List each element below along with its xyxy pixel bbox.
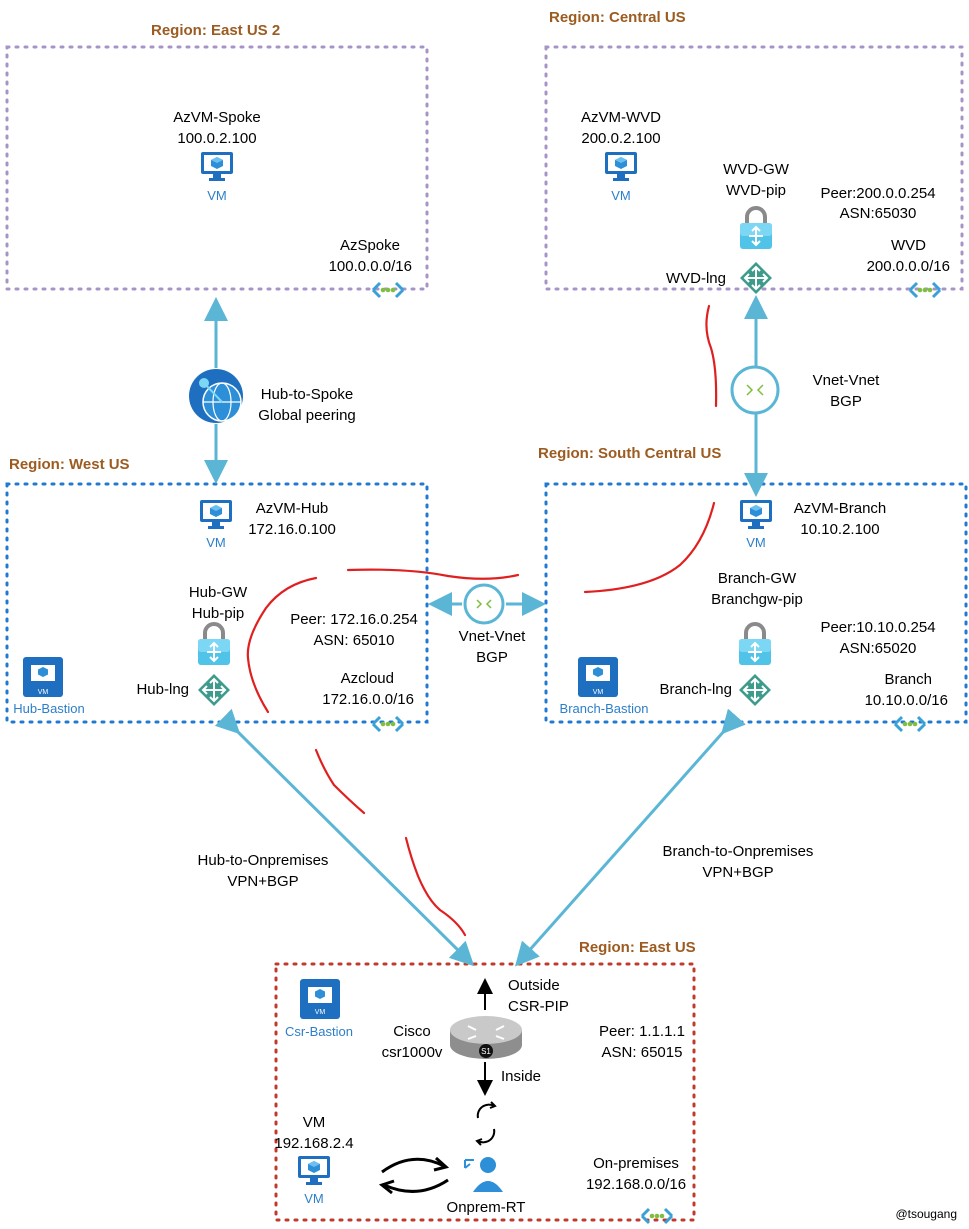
branch-vnet-cidr: 10.10.0.0/16 <box>865 692 948 709</box>
branch-vm-name: AzVM-Branch <box>794 500 887 517</box>
red-annotation-marks <box>246 304 718 937</box>
author-credit: @tsougang <box>895 1207 957 1221</box>
hub-vnet-cidr: 172.16.0.0/16 <box>322 691 414 708</box>
branch-gateway-lock-icon <box>737 622 773 667</box>
wvd-asn: ASN:65030 <box>840 205 917 222</box>
wvd-branch-link-label-1: Vnet-Vnet <box>813 372 881 389</box>
hub-bastion-label: Hub-Bastion <box>13 701 85 716</box>
region-label-south-central-us: Region: South Central US <box>538 445 721 462</box>
hub-vnet-name: Azcloud <box>341 670 394 687</box>
hub-gw-name: Hub-GW <box>189 584 248 601</box>
region-box-west-us <box>5 482 429 724</box>
wvd-vnet-cidr: 200.0.0.0/16 <box>867 258 950 275</box>
onprem-vm-icon <box>298 1156 330 1185</box>
hub-lng: Hub-lng <box>136 681 189 698</box>
hub-lng-icon <box>197 673 231 707</box>
branch-asn: ASN:65020 <box>840 640 917 657</box>
router-csr-pip-label: CSR-PIP <box>508 998 569 1015</box>
branch-onprem-label-1: Branch-to-Onpremises <box>663 843 814 860</box>
hub-vm-name: AzVM-Hub <box>256 500 329 517</box>
hub-onprem-label-1: Hub-to-Onpremises <box>198 852 329 869</box>
region-label-east-us2: Region: East US 2 <box>151 22 280 39</box>
region-label-central-us: Region: Central US <box>549 9 686 26</box>
branch-vm-icon <box>740 500 772 529</box>
vnet-vnet-hub-branch-icon <box>463 583 505 625</box>
branch-onprem-link <box>515 708 746 967</box>
wvd-peer: Peer:200.0.0.254 <box>820 185 935 202</box>
azspoke-vm-name: AzVM-Spoke <box>173 109 261 126</box>
branch-peer: Peer:10.10.0.254 <box>820 619 935 636</box>
region-label-west-us: Region: West US <box>9 456 130 473</box>
hub-vm-ip: 172.16.0.100 <box>248 521 336 538</box>
branch-lng-icon <box>738 673 772 707</box>
branch-lng: Branch-lng <box>659 681 732 698</box>
region-box-east-us2 <box>5 45 429 291</box>
csr-bastion-icon-text: VM <box>315 1009 326 1016</box>
wvd-gw-pip: WVD-pip <box>726 182 786 199</box>
onprem-peer: Peer: 1.1.1.1 <box>599 1023 685 1040</box>
wvd-vm-icon <box>605 152 637 181</box>
azspoke-vnet-name: AzSpoke <box>340 237 400 254</box>
branch-vnet-name: Branch <box>884 671 932 688</box>
azspoke-vm-label: VM <box>207 188 227 203</box>
cisco-router-icon <box>450 1016 522 1059</box>
onprem-asn: ASN: 65015 <box>602 1044 683 1061</box>
branch-vm-label: VM <box>746 535 766 550</box>
hub-peer: Peer: 172.16.0.254 <box>290 611 418 628</box>
global-peering-icon <box>189 369 243 423</box>
region-box-east-us <box>274 962 696 1222</box>
wvd-gw-name: WVD-GW <box>723 161 790 178</box>
router-badge: S1 <box>481 1047 491 1056</box>
branch-gw-name: Branch-GW <box>718 570 797 587</box>
hub-onprem-label-2: VPN+BGP <box>227 873 298 890</box>
branch-onprem-label-2: VPN+BGP <box>702 864 773 881</box>
branch-gw-pip: Branchgw-pip <box>711 591 803 608</box>
branch-bastion-icon-text: VM <box>593 689 604 696</box>
wvd-lng: WVD-lng <box>666 270 726 287</box>
azspoke-vm-icon <box>201 152 233 181</box>
onprem-vm-ip: 192.168.2.4 <box>274 1135 353 1152</box>
hub-spoke-label-2: Global peering <box>258 407 356 424</box>
onprem-vm-name: VM <box>303 1114 326 1131</box>
branch-vnet-icon <box>893 715 927 733</box>
router-name-line1: Cisco <box>393 1023 431 1040</box>
hub-asn: ASN: 65010 <box>314 632 395 649</box>
wvd-gateway-lock-icon <box>738 206 774 251</box>
onprem-net-cidr: 192.168.0.0/16 <box>586 1176 686 1193</box>
onprem-route-table-icon <box>464 1157 503 1192</box>
onprem-vm-label: VM <box>304 1191 324 1206</box>
region-label-east-us: Region: East US <box>579 939 696 956</box>
hub-gateway-lock-icon <box>196 622 232 667</box>
azspoke-vm-ip: 100.0.2.100 <box>177 130 256 147</box>
onprem-net-name: On-premises <box>593 1155 679 1172</box>
branch-bastion-label: Branch-Bastion <box>560 701 649 716</box>
hub-gw-pip: Hub-pip <box>192 605 245 622</box>
hub-vm-label: VM <box>206 535 226 550</box>
wvd-vm-label: VM <box>611 188 631 203</box>
wvd-branch-link-label-2: BGP <box>830 393 862 410</box>
wvd-vnet-name: WVD <box>891 237 926 254</box>
azspoke-vnet-cidr: 100.0.0.0/16 <box>329 258 412 275</box>
branch-vm-ip: 10.10.2.100 <box>800 521 879 538</box>
exchange-arrows-icon <box>378 1156 450 1195</box>
route-sync-icon <box>475 1101 497 1146</box>
hub-branch-link-label-2: BGP <box>476 649 508 666</box>
vnet-vnet-connection-icon <box>730 365 780 415</box>
hub-vnet-icon <box>371 715 405 733</box>
onprem-rt-name: Onprem-RT <box>447 1199 526 1216</box>
hub-branch-link-label-1: Vnet-Vnet <box>459 628 527 645</box>
hub-bastion-icon-text: VM <box>38 689 49 696</box>
router-outside-label: Outside <box>508 977 560 994</box>
csr-bastion-label: Csr-Bastion <box>285 1024 353 1039</box>
wvd-vm-name: AzVM-WVD <box>581 109 661 126</box>
router-inside-label: Inside <box>501 1068 541 1085</box>
hub-onprem-link <box>214 708 475 967</box>
router-name-line2: csr1000v <box>382 1044 443 1061</box>
hub-spoke-label-1: Hub-to-Spoke <box>261 386 354 403</box>
hub-vm-icon <box>200 500 232 529</box>
wvd-vm-ip: 200.0.2.100 <box>581 130 660 147</box>
